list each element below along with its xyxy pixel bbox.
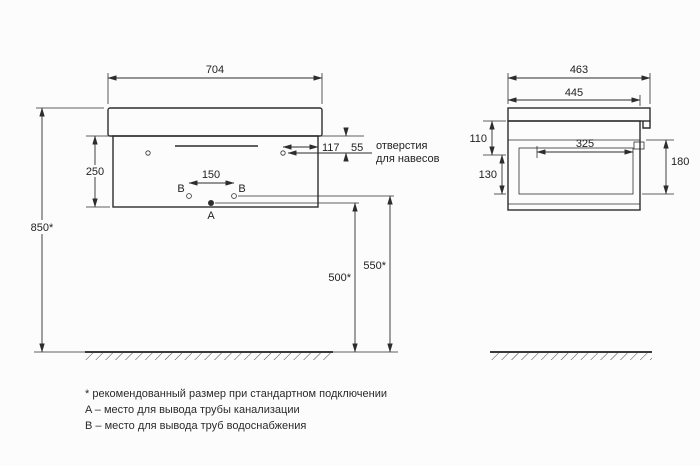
front-cabinet-body [112,135,319,208]
dim-110-label: 110 [469,133,487,145]
dim-325-label: 325 [576,138,594,150]
dim-130-label: 130 [479,169,497,181]
side-countertop-lip [642,121,651,129]
drain-group: A [207,200,215,222]
water-supply-point-right [231,193,237,199]
dim-500-label: 500* [328,272,351,284]
dim-850-label: 850* [31,222,54,234]
dim-150-label: 150 [202,169,220,181]
connection-heights: 500* 550* [215,195,398,353]
drain-point [208,200,214,206]
dim-side-110: 110 [469,120,506,156]
dim-180-label: 180 [671,156,689,168]
floor-right [490,351,652,360]
label-b-right: B [238,183,245,195]
water-supply-point-left [186,193,192,199]
side-handle-profile [633,141,645,150]
dim-body-height-250: 250 [80,135,110,208]
dim-55-label: 55 [351,142,363,154]
dim-hanger-offsets: 117 55 [282,127,364,162]
floor-hatch-left [85,353,333,360]
side-cabinet-body [507,120,641,211]
footnote-asterisk: * рекомендованный размер при стандартном… [85,388,387,400]
dim-front-width: 704 [107,64,323,104]
dim-445-label: 445 [565,87,583,99]
hanger-holes-note: отверстия для навесов [287,140,440,165]
dim-117-label: 117 [322,142,340,154]
label-b-left: B [177,183,184,195]
hanger-hole-right [280,150,286,156]
label-a: A [207,210,215,222]
dim-250-label: 250 [86,166,104,178]
front-view: 704 850* 250 117 55 [24,64,440,360]
holes-note-line1: отверстия [376,140,428,152]
hanger-hole-left [145,150,151,156]
dim-side-130: 130 [479,154,506,195]
dim-463-label: 463 [570,64,588,76]
dim-drawer-180: 180 [642,139,689,195]
dim-front-width-label: 704 [206,64,224,76]
water-supply-group: 150 B B [177,169,246,199]
side-view: 463 445 110 130 325 [469,64,689,360]
holes-note-line2: для навесов [376,153,440,165]
floor-hatch-right [490,353,652,360]
dim-side-depth: 445 [507,87,641,106]
side-countertop [507,107,651,122]
footnote-a: A – место для вывода трубы канализации [85,404,300,416]
floor-left [85,351,333,360]
dim-drawer-325: 325 [536,138,634,158]
dim-550-label: 550* [363,260,386,272]
dim-height-850: 850* [24,107,104,353]
footnotes: * рекомендованный размер при стандартном… [85,388,387,432]
front-countertop [107,107,323,137]
footnote-b: B – место для вывода труб водоснабжения [85,420,306,432]
side-drawer-box [518,147,634,195]
